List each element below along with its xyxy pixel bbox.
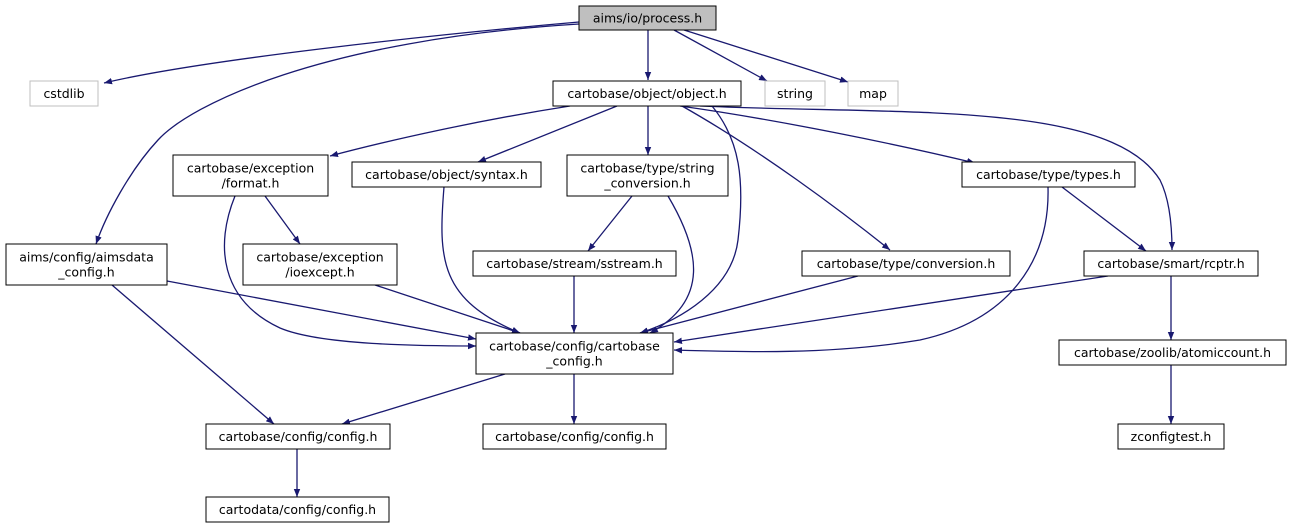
- node-types[interactable]: cartobase/type/types.h: [961, 161, 1136, 188]
- node-label: cartobase/object/syntax.h: [365, 167, 528, 182]
- node-box: [566, 154, 729, 197]
- node-label: /ioexcept.h: [285, 265, 354, 280]
- node-box: [172, 154, 329, 197]
- node-box: [961, 161, 1136, 188]
- node-cartobase_config[interactable]: cartobase/config/cartobase_config.h: [475, 332, 674, 375]
- edge-object-to-conversion: [681, 105, 891, 251]
- node-box: [1117, 423, 1225, 450]
- node-label: cartobase/config/cartobase: [489, 339, 660, 354]
- node-label: aims/config/aimsdata: [19, 250, 153, 265]
- node-label: _config.h: [545, 354, 602, 369]
- node-aimsdata_config[interactable]: aims/config/aimsdata_config.h: [5, 243, 168, 286]
- edge-rcptr-to-cartobase_config: [673, 275, 1109, 344]
- node-string: string: [764, 80, 826, 107]
- node-zconfigtest[interactable]: zconfigtest.h: [1117, 423, 1225, 450]
- node-atomiccount[interactable]: cartobase/zoolib/atomiccount.h: [1058, 339, 1287, 366]
- node-syntax[interactable]: cartobase/object/syntax.h: [351, 161, 542, 188]
- edge-types-to-cartobase_config: [673, 186, 1049, 354]
- node-box: [29, 80, 99, 107]
- edge-aimsdata_config-to-config_a: [111, 284, 275, 425]
- edge-process-to-aimsdata_config: [95, 23, 580, 245]
- edge-process-to-map: [683, 29, 849, 83]
- node-sstream[interactable]: cartobase/stream/sstream.h: [472, 250, 677, 277]
- node-map: map: [847, 80, 899, 107]
- node-box: [552, 80, 742, 107]
- node-label: cartobase/type/types.h: [976, 167, 1121, 182]
- node-string_conv[interactable]: cartobase/type/string_conversion.h: [566, 154, 729, 197]
- node-label: cartobase/type/string: [580, 161, 714, 176]
- node-label: cartobase/config/config.h: [495, 429, 654, 444]
- node-box: [5, 243, 168, 286]
- edge-object-to-types: [679, 105, 976, 165]
- edge-exc_format-to-ioexcept: [264, 195, 301, 245]
- node-ioexcept[interactable]: cartobase/exception/ioexcept.h: [242, 243, 398, 286]
- node-box: [801, 250, 1011, 277]
- node-object[interactable]: cartobase/object/object.h: [552, 80, 742, 107]
- nodes-layer: aims/io/process.h cstdlib cartobase/object…: [5, 5, 1287, 523]
- node-config_b[interactable]: cartobase/config/config.h: [482, 423, 667, 450]
- node-cartodata_config[interactable]: cartodata/config/config.h: [205, 496, 390, 523]
- node-label: cartobase/type/conversion.h: [817, 256, 996, 271]
- node-label: map: [859, 86, 887, 101]
- node-box: [242, 243, 398, 286]
- edge-conversion-to-cartobase_config: [639, 275, 859, 335]
- edge-object-to-cartobase_config: [639, 105, 742, 334]
- edge-exc_format-to-cartobase_config: [223, 195, 477, 350]
- node-label: zconfigtest.h: [1131, 429, 1212, 444]
- node-box: [351, 161, 542, 188]
- node-rcptr[interactable]: cartobase/smart/rcptr.h: [1083, 250, 1259, 277]
- edge-string_conv-to-sstream: [587, 195, 633, 252]
- node-label: cartodata/config/config.h: [219, 502, 376, 517]
- node-process[interactable]: aims/io/process.h: [578, 5, 717, 31]
- node-box: [1083, 250, 1259, 277]
- node-box: [1058, 339, 1287, 366]
- edge-ioexcept-to-cartobase_config: [374, 284, 521, 334]
- node-conversion[interactable]: cartobase/type/conversion.h: [801, 250, 1011, 277]
- node-cstdlib: cstdlib: [29, 80, 99, 107]
- node-box: [847, 80, 899, 107]
- node-label: string: [777, 86, 813, 101]
- node-label: cartobase/stream/sstream.h: [486, 256, 662, 271]
- node-label: cartobase/smart/rcptr.h: [1097, 256, 1244, 271]
- edge-cartobase_config-to-config_a: [341, 373, 506, 425]
- node-label: _conversion.h: [603, 176, 690, 191]
- node-box: [482, 423, 667, 450]
- node-label: cartobase/exception: [256, 250, 383, 265]
- node-label: cartobase/exception: [187, 161, 314, 176]
- edge-string_conv-to-cartobase_config: [649, 195, 695, 334]
- node-box: [205, 496, 390, 523]
- edge-object-to-exc_format: [329, 105, 571, 158]
- node-label: cartobase/config/config.h: [219, 429, 378, 444]
- edge-syntax-to-cartobase_config: [441, 186, 521, 334]
- node-exc_format[interactable]: cartobase/exception/format.h: [172, 154, 329, 197]
- node-box: [764, 80, 826, 107]
- node-box: [578, 5, 717, 31]
- edge-object-to-rcptr: [699, 105, 1176, 251]
- edge-process-to-string: [673, 29, 768, 82]
- node-label: cartobase/zoolib/atomiccount.h: [1074, 345, 1271, 360]
- edge-process-to-cstdlib: [103, 21, 580, 85]
- edge-types-to-rcptr: [1061, 186, 1147, 252]
- node-label: /format.h: [222, 176, 280, 191]
- node-label: cstdlib: [43, 86, 84, 101]
- edge-object-to-syntax: [477, 105, 618, 163]
- edges-layer: [95, 21, 1176, 497]
- node-label: _config.h: [57, 265, 114, 280]
- edge-aimsdata_config-to-cartobase_config: [166, 280, 477, 341]
- node-label: cartobase/object/object.h: [567, 86, 726, 101]
- node-box: [472, 250, 677, 277]
- node-box: [205, 423, 391, 450]
- node-label: aims/io/process.h: [593, 11, 702, 26]
- node-config_a[interactable]: cartobase/config/config.h: [205, 423, 391, 450]
- node-box: [475, 332, 674, 375]
